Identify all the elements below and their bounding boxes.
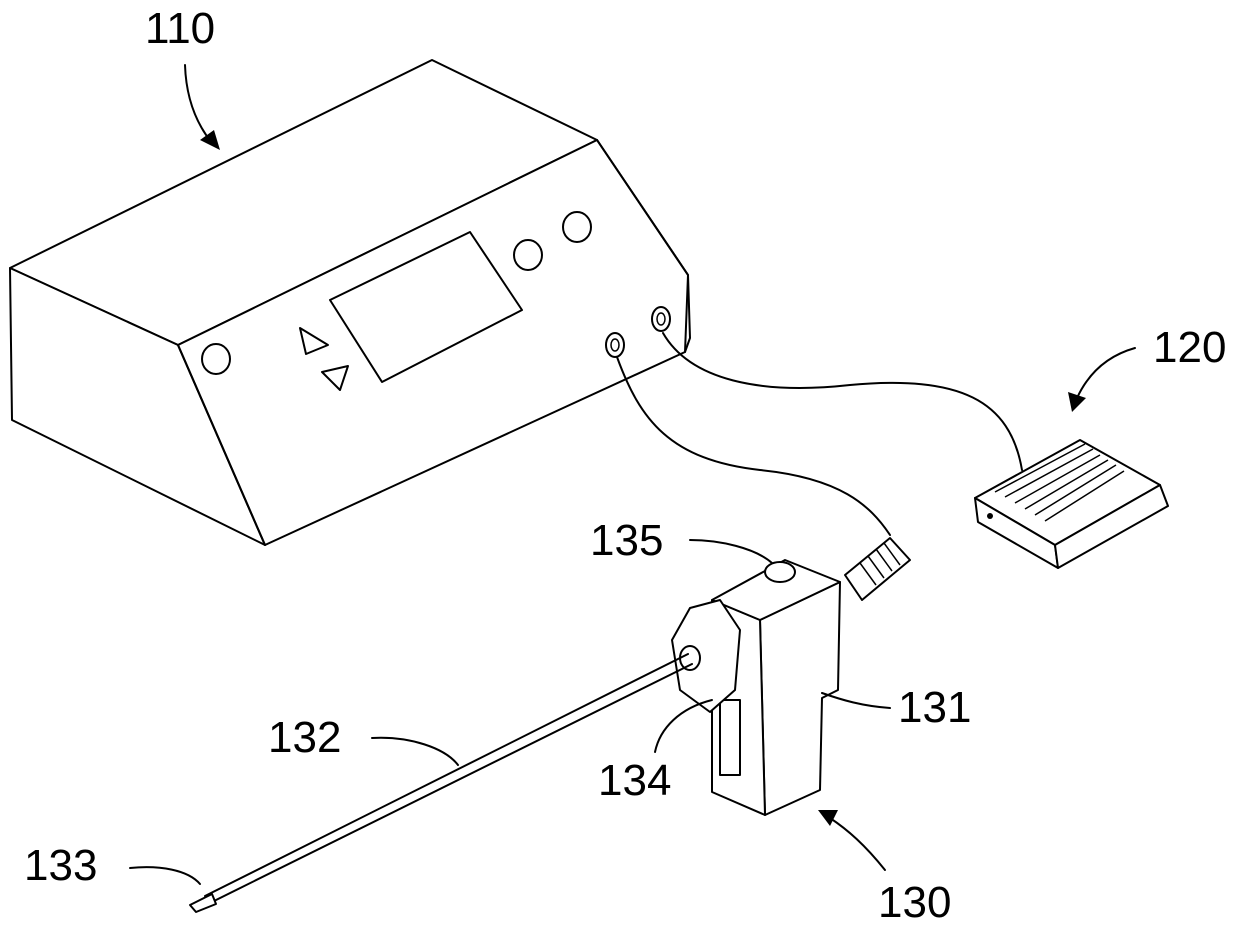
knob-right-2	[563, 212, 591, 242]
foot-pedal	[975, 440, 1168, 568]
label-134: 134	[598, 756, 671, 805]
tip	[190, 894, 216, 912]
label-130: 130	[878, 878, 951, 927]
port-handpiece	[606, 333, 624, 357]
label-135: 135	[590, 516, 663, 565]
top-button	[765, 562, 795, 582]
label-131: 131	[898, 683, 971, 732]
label-133: 133	[24, 841, 97, 890]
port-pedal	[652, 307, 670, 331]
knob-right-1	[514, 240, 542, 270]
label-132: 132	[268, 713, 341, 762]
label-120: 120	[1153, 323, 1226, 372]
pedal-cable	[663, 333, 1022, 470]
housing	[760, 582, 840, 815]
label-110: 110	[145, 4, 215, 53]
knob-left	[202, 344, 230, 374]
console-unit	[10, 60, 690, 545]
